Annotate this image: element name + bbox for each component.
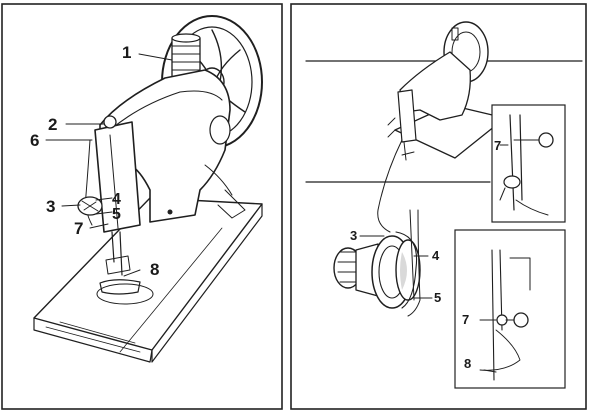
label-7-inset-top: 7	[494, 138, 501, 153]
label-5-left: 5	[112, 206, 121, 223]
machine-base	[33, 197, 263, 363]
label-7-left: 7	[74, 219, 83, 238]
label-1: 1	[122, 43, 131, 62]
left-leader-lines	[45, 53, 173, 277]
machine-head	[77, 115, 154, 305]
label-8-inset-bottom: 8	[464, 356, 471, 371]
left-panel: 1 2 6 3 4 5 7 8	[1, 3, 283, 410]
machine-arm	[99, 69, 246, 223]
label-8-left: 8	[150, 260, 159, 279]
label-7-inset-bottom: 7	[462, 312, 469, 327]
label-3-left: 3	[46, 197, 55, 216]
label-2: 2	[48, 115, 57, 134]
right-panel: 3 4 5 7 7 8	[290, 3, 587, 410]
tension-assembly	[333, 209, 421, 317]
label-3-right: 3	[350, 228, 357, 243]
label-4-right: 4	[432, 248, 440, 263]
label-6: 6	[30, 131, 39, 150]
inset-top	[491, 104, 566, 223]
inset-bottom	[454, 229, 566, 389]
label-5-right: 5	[434, 290, 441, 305]
spool-pin-1	[171, 33, 201, 81]
label-4-left: 4	[112, 191, 121, 208]
small-machine	[387, 21, 506, 161]
right-leader-lines	[359, 235, 433, 299]
